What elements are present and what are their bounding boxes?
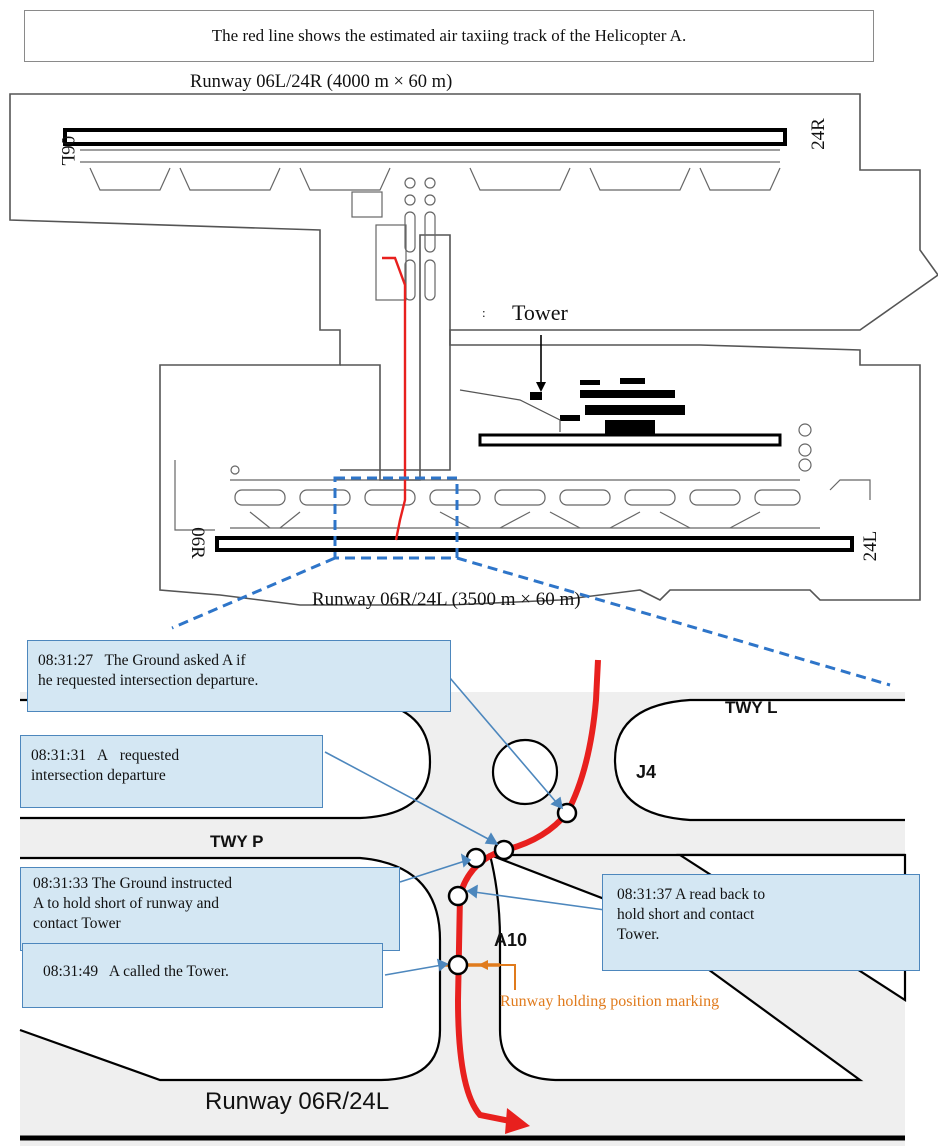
runway-end-06l: 06L xyxy=(57,135,78,167)
runway-06l-24r-title: Runway 06L/24R (4000 m × 60 m) xyxy=(190,72,453,92)
taxiway-p-label: TWY P xyxy=(210,832,264,851)
taxiways-bottom xyxy=(174,423,871,531)
runway-06r-24l xyxy=(215,536,854,552)
taxi-track-arrow xyxy=(505,1108,530,1134)
runway-end-06r: 06R xyxy=(187,527,208,559)
airport-outline xyxy=(9,93,938,606)
callout-line: 08:31:49 A called the Tower. xyxy=(43,963,229,980)
tower-road xyxy=(459,389,561,432)
callout-arrows xyxy=(324,677,606,976)
callout-line: 08:31:27 The Ground asked A if xyxy=(38,652,246,669)
event-marker-083133 xyxy=(465,847,487,869)
overview-track xyxy=(382,256,407,541)
taxiway-l-label: TWY L xyxy=(725,698,778,717)
spot-j4-label: J4 xyxy=(636,762,657,782)
holding-marking-bracket xyxy=(485,964,516,990)
caption-box: The red line shows the estimated air tax… xyxy=(24,10,874,62)
detail-runway-label: Runway 06R/24L xyxy=(205,1088,390,1115)
callout-line: 08:31:33 The Ground instructed xyxy=(33,875,233,892)
event-marker-083149 xyxy=(447,954,469,976)
tower-mark: : xyxy=(482,305,486,320)
callout-event-082727: 08:31:27 The Ground asked A if he reques… xyxy=(27,640,451,712)
runway-end-24r: 24R xyxy=(808,118,829,150)
callout-line: he requested intersection departure. xyxy=(38,672,259,689)
runway-06l-24r xyxy=(63,128,787,146)
callout-event-083149: 08:31:49 A called the Tower. xyxy=(22,943,383,1008)
event-marker-083131 xyxy=(493,839,515,861)
callout-line: A to hold short of runway and xyxy=(33,895,219,912)
detail-window xyxy=(333,476,459,560)
event-marker-083137 xyxy=(447,885,469,907)
callout-event-083131: 08:31:31 A requested intersection depart… xyxy=(20,735,323,808)
caption-text: The red line shows the estimated air tax… xyxy=(211,26,687,45)
terminal-apron xyxy=(478,433,782,447)
runway-end-24l: 24L xyxy=(860,530,881,562)
tower-label: Tower xyxy=(512,300,568,325)
callout-line: Tower. xyxy=(617,926,660,943)
terminal-buildings xyxy=(560,378,685,434)
callout-line: hold short and contact xyxy=(617,906,755,923)
taxiways-top xyxy=(80,149,781,301)
callout-line: contact Tower xyxy=(33,915,121,932)
callout-line: 08:31:31 A requested xyxy=(31,747,180,764)
spot-a10-label: A10 xyxy=(494,930,528,950)
callout-event-083137: 08:31:37 A read back to hold short and c… xyxy=(602,874,920,971)
callout-event-083133: 08:31:33 The Ground instructed A to hold… xyxy=(20,867,400,951)
tower-building xyxy=(530,392,542,400)
callout-line: 08:31:37 A read back to xyxy=(617,886,766,903)
callout-line: intersection departure xyxy=(31,767,166,784)
runway-06r-24l-title: Runway 06R/24L (3500 m × 60 m) xyxy=(312,589,581,610)
holding-marking-label: Runway holding position marking xyxy=(500,993,720,1010)
